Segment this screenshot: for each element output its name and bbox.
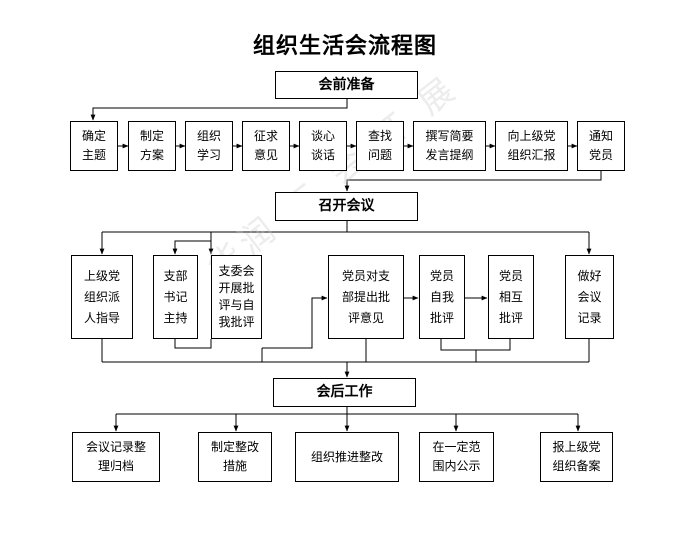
step-superior-guidance: 上级党 组织派 人指导 bbox=[71, 255, 133, 339]
connector-secretary-committee-to-opinion bbox=[174, 339, 212, 349]
page-title: 组织生活会流程图 bbox=[252, 34, 437, 59]
connector-self-mutual-bottom bbox=[440, 339, 511, 351]
step-notify-members: 通知 党员 bbox=[577, 121, 625, 171]
step-write-outline: 撰写简要 发言提纲 bbox=[413, 121, 486, 171]
step-find-problems: 查找 问题 bbox=[356, 121, 404, 171]
step-report-superior: 向上级党 组织汇报 bbox=[495, 121, 568, 171]
step-promote-rectification: 组织推进整改 bbox=[295, 432, 399, 482]
step-make-plan: 制定 方案 bbox=[128, 121, 176, 171]
step-organize-study: 组织 学习 bbox=[185, 121, 233, 171]
step-mutual-criticism: 党员 相互 批评 bbox=[488, 255, 534, 339]
step-members-opinion: 党员对支 部提出批 评意见 bbox=[328, 255, 404, 339]
step-self-criticism: 党员 自我 批评 bbox=[419, 255, 465, 339]
arrow-to-member-opinion bbox=[262, 295, 328, 349]
step-archive-records: 会议记录整 理归档 bbox=[72, 432, 160, 482]
step-collect-opinions: 征求 意见 bbox=[242, 121, 290, 171]
step-committee-criticism: 支委会 开展批 评与自 我批评 bbox=[211, 255, 262, 339]
connector-header1-to-row1 bbox=[90, 99, 348, 121]
phase-header-preparation: 会前准备 bbox=[275, 71, 418, 99]
phase-header-followup: 会后工作 bbox=[273, 378, 416, 407]
arrow-to-secretary bbox=[172, 240, 211, 255]
step-meeting-records: 做好 会议 记录 bbox=[565, 255, 614, 339]
step-rectification-measures: 制定整改 措施 bbox=[198, 432, 272, 482]
step-publicize: 在一定范 围内公示 bbox=[419, 432, 494, 482]
step-file-with-superior: 报上级党 组织备案 bbox=[540, 432, 613, 482]
step-define-theme: 确定 主题 bbox=[70, 121, 118, 171]
connector-row1-to-header2 bbox=[344, 171, 602, 192]
phase-header-meeting: 召开会议 bbox=[275, 192, 418, 221]
step-heart-to-heart: 谈心 谈话 bbox=[299, 121, 347, 171]
step-secretary-presides: 支部 书记 主持 bbox=[153, 255, 198, 339]
